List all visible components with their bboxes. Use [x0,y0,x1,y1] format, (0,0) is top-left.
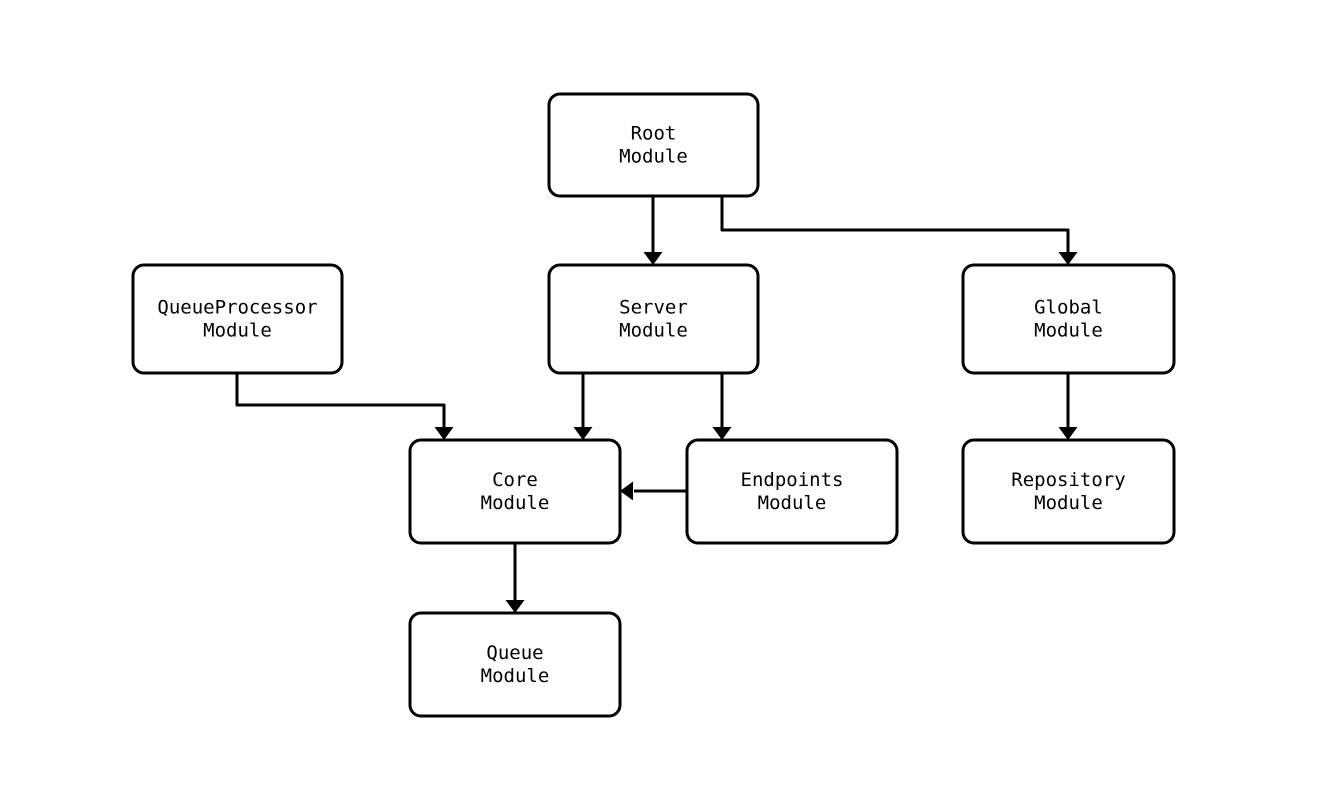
node-box[interactable] [408,438,622,545]
arrow-head-icon [505,600,525,613]
node-label-primary: Root [631,123,677,145]
arrow-head-icon [643,252,663,265]
node-box[interactable] [547,263,760,375]
edge-endpoints-to-core [620,481,687,501]
node-label-secondary: Module [619,146,688,168]
node-box[interactable] [961,438,1176,545]
node-box[interactable] [685,438,899,545]
arrow-head-icon [620,481,633,501]
arrow-head-icon [1058,252,1078,265]
node-label-secondary: Module [619,320,688,342]
node-box[interactable] [547,92,760,198]
edge-root-to-global [720,196,1078,265]
node-label-secondary: Module [758,492,827,514]
node-box[interactable] [408,611,622,718]
edge-core-to-queue [505,543,525,613]
node-label-primary: Global [1034,297,1103,319]
edge-line [235,373,446,428]
edge-line [720,196,1070,253]
edge-server-to-core [573,373,593,440]
node-label-secondary: Module [481,492,550,514]
node-label-secondary: Module [481,665,550,687]
node-layer: RootModuleQueueProcessorModuleServerModu… [131,92,1176,718]
node-box[interactable] [131,263,344,375]
node-label-primary: Endpoints [741,469,844,491]
arrow-head-icon [573,427,593,440]
edge-root-to-server [643,196,663,265]
arrow-head-icon [1058,427,1078,440]
node-box[interactable] [961,263,1176,375]
node-label-primary: Repository [1011,469,1125,491]
arrow-head-icon [434,427,454,440]
node-label-primary: Queue [486,642,543,664]
node-label-primary: QueueProcessor [157,297,317,319]
node-label-primary: Core [492,469,538,491]
node-label-secondary: Module [1034,492,1103,514]
edge-server-to-endpoints [712,373,732,440]
edge-layer [235,196,1078,613]
node-label-primary: Server [619,297,688,319]
edge-global-to-repository [1058,373,1078,440]
node-label-secondary: Module [203,320,272,342]
edge-queueprocessor-to-core [235,373,454,440]
node-label-secondary: Module [1034,320,1103,342]
arrow-head-icon [712,427,732,440]
